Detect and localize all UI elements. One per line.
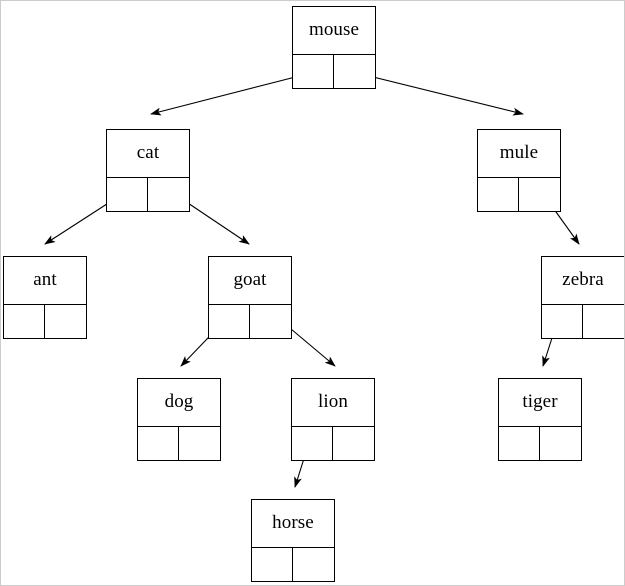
- node-label-lion: lion: [292, 379, 374, 427]
- tree-node-ant: ant: [3, 256, 87, 339]
- node-left-pointer-mule: [478, 178, 519, 211]
- node-left-pointer-zebra: [542, 305, 583, 338]
- tree-node-cat: cat: [106, 129, 190, 212]
- node-right-pointer-tiger: [540, 427, 581, 460]
- tree-node-tiger: tiger: [498, 378, 582, 461]
- node-left-pointer-horse: [252, 548, 293, 581]
- node-label-goat: goat: [209, 257, 291, 305]
- node-pointer-row-zebra: [542, 305, 624, 338]
- node-right-pointer-cat: [148, 178, 189, 211]
- node-label-cat: cat: [107, 130, 189, 178]
- node-right-pointer-lion: [333, 427, 374, 460]
- node-label-mule: mule: [478, 130, 560, 178]
- node-pointer-row-cat: [107, 178, 189, 211]
- node-pointer-row-goat: [209, 305, 291, 338]
- tree-node-horse: horse: [251, 499, 335, 582]
- node-label-zebra: zebra: [542, 257, 624, 305]
- node-label-dog: dog: [138, 379, 220, 427]
- tree-node-mouse: mouse: [292, 6, 376, 89]
- node-pointer-row-dog: [138, 427, 220, 460]
- node-left-pointer-tiger: [499, 427, 540, 460]
- node-pointer-row-tiger: [499, 427, 581, 460]
- node-left-pointer-mouse: [293, 55, 334, 88]
- tree-node-goat: goat: [208, 256, 292, 339]
- tree-node-lion: lion: [291, 378, 375, 461]
- node-left-pointer-cat: [107, 178, 148, 211]
- node-left-pointer-goat: [209, 305, 250, 338]
- node-right-pointer-mule: [519, 178, 560, 211]
- node-left-pointer-lion: [292, 427, 333, 460]
- node-label-tiger: tiger: [499, 379, 581, 427]
- node-right-pointer-horse: [293, 548, 334, 581]
- node-right-pointer-dog: [179, 427, 220, 460]
- node-left-pointer-ant: [4, 305, 45, 338]
- node-right-pointer-mouse: [334, 55, 375, 88]
- node-right-pointer-ant: [45, 305, 86, 338]
- tree-node-mule: mule: [477, 129, 561, 212]
- node-pointer-row-mule: [478, 178, 560, 211]
- node-label-ant: ant: [4, 257, 86, 305]
- node-pointer-row-lion: [292, 427, 374, 460]
- node-left-pointer-dog: [138, 427, 179, 460]
- node-right-pointer-goat: [250, 305, 291, 338]
- node-pointer-row-horse: [252, 548, 334, 581]
- node-right-pointer-zebra: [583, 305, 624, 338]
- node-label-mouse: mouse: [293, 7, 375, 55]
- edge-mouse-left-to-cat: [150, 72, 312, 116]
- node-pointer-row-ant: [4, 305, 86, 338]
- tree-node-zebra: zebra: [541, 256, 624, 339]
- tree-node-dog: dog: [137, 378, 221, 461]
- edge-mouse-right-to-mule: [356, 72, 524, 116]
- node-pointer-row-mouse: [293, 55, 375, 88]
- node-label-horse: horse: [252, 500, 334, 548]
